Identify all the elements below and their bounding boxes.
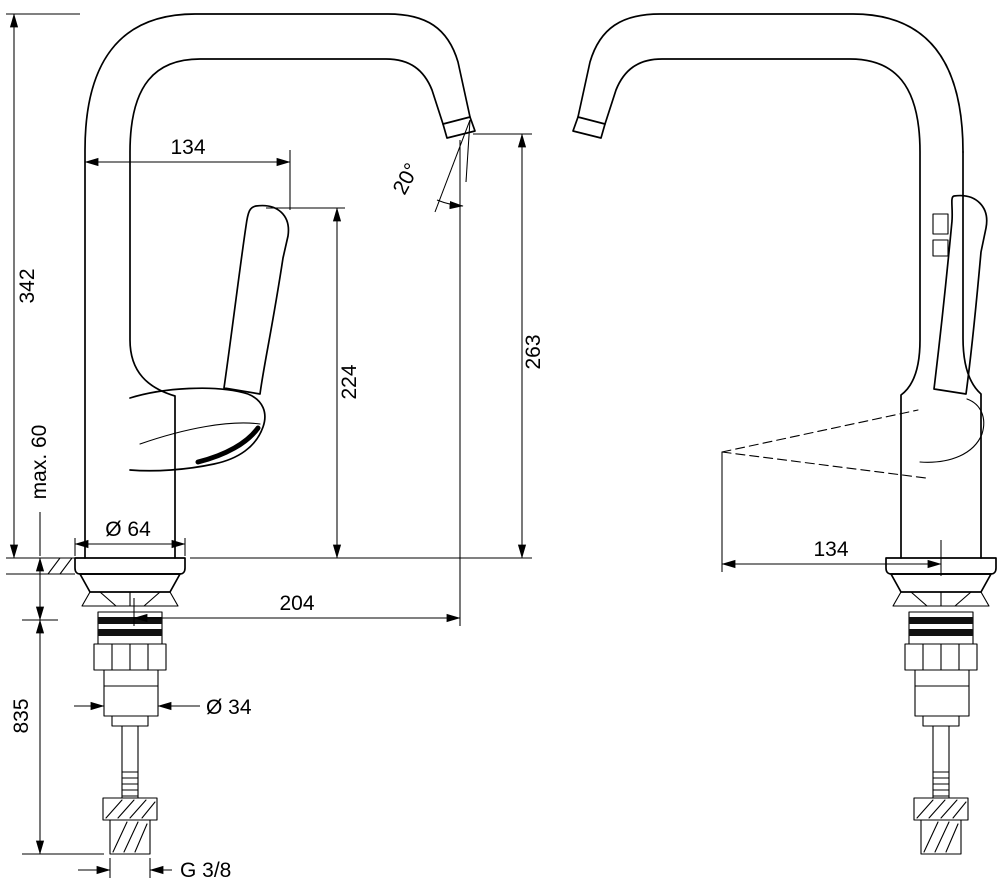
dim-connection-thread: G 3/8 xyxy=(78,858,231,882)
threaded-shank xyxy=(103,669,159,717)
dim-swivel-angle-label: 20° xyxy=(389,160,424,199)
dim-spout-reach: 204 xyxy=(133,140,461,626)
dim-max-mounting-label: max. 60 xyxy=(28,425,51,500)
dim-base-diameter-label: Ø 64 xyxy=(105,518,151,541)
dim-hose-length: 835 xyxy=(10,619,104,855)
dim-outlet-height-label: 263 xyxy=(522,334,545,369)
dim-overall-height: 342 xyxy=(6,13,80,559)
base-escutcheon xyxy=(74,557,186,593)
dim-side-reach: 134 xyxy=(721,452,942,576)
dimensions: 342 max. 60 835 134 224 263 xyxy=(6,13,942,882)
dim-outlet-height: 263 xyxy=(190,133,545,559)
spout-outlet xyxy=(442,116,476,139)
spout-outlet-right xyxy=(572,116,606,139)
dim-swivel-angle: 20° xyxy=(389,119,471,213)
under-counter-assembly xyxy=(81,591,179,855)
handle-lever-right xyxy=(721,194,988,479)
dim-overall-height-label: 342 xyxy=(16,268,39,303)
dim-base-diameter: Ø 64 xyxy=(74,518,186,556)
dim-spout-top-offset: 134 xyxy=(84,136,291,210)
dim-shank-diameter: Ø 34 xyxy=(74,696,252,719)
dim-spout-top-offset-label: 134 xyxy=(170,136,205,159)
dim-spout-reach-label: 204 xyxy=(279,592,314,615)
spout-outline xyxy=(84,13,476,559)
dim-shank-diameter-label: Ø 34 xyxy=(206,696,252,719)
spout-outline-right xyxy=(572,13,982,559)
dim-handle-height: 224 xyxy=(266,207,361,559)
right-view xyxy=(572,13,997,855)
cartridge-housing xyxy=(129,387,266,472)
dim-handle-height-label: 224 xyxy=(338,364,361,399)
supply-hose xyxy=(121,725,139,799)
dim-max-mounting-thickness: max. 60 xyxy=(28,425,51,621)
handle-underside xyxy=(195,425,261,465)
hose-connector xyxy=(102,797,158,855)
dim-hose-length-label: 835 xyxy=(10,698,33,733)
dim-side-reach-label: 134 xyxy=(813,538,848,561)
handle-swivel-dashed xyxy=(721,409,927,479)
under-counter-assembly-right xyxy=(892,591,990,855)
handle-lever xyxy=(129,204,290,472)
left-view xyxy=(6,13,476,855)
dim-connection-thread-label: G 3/8 xyxy=(180,859,231,882)
